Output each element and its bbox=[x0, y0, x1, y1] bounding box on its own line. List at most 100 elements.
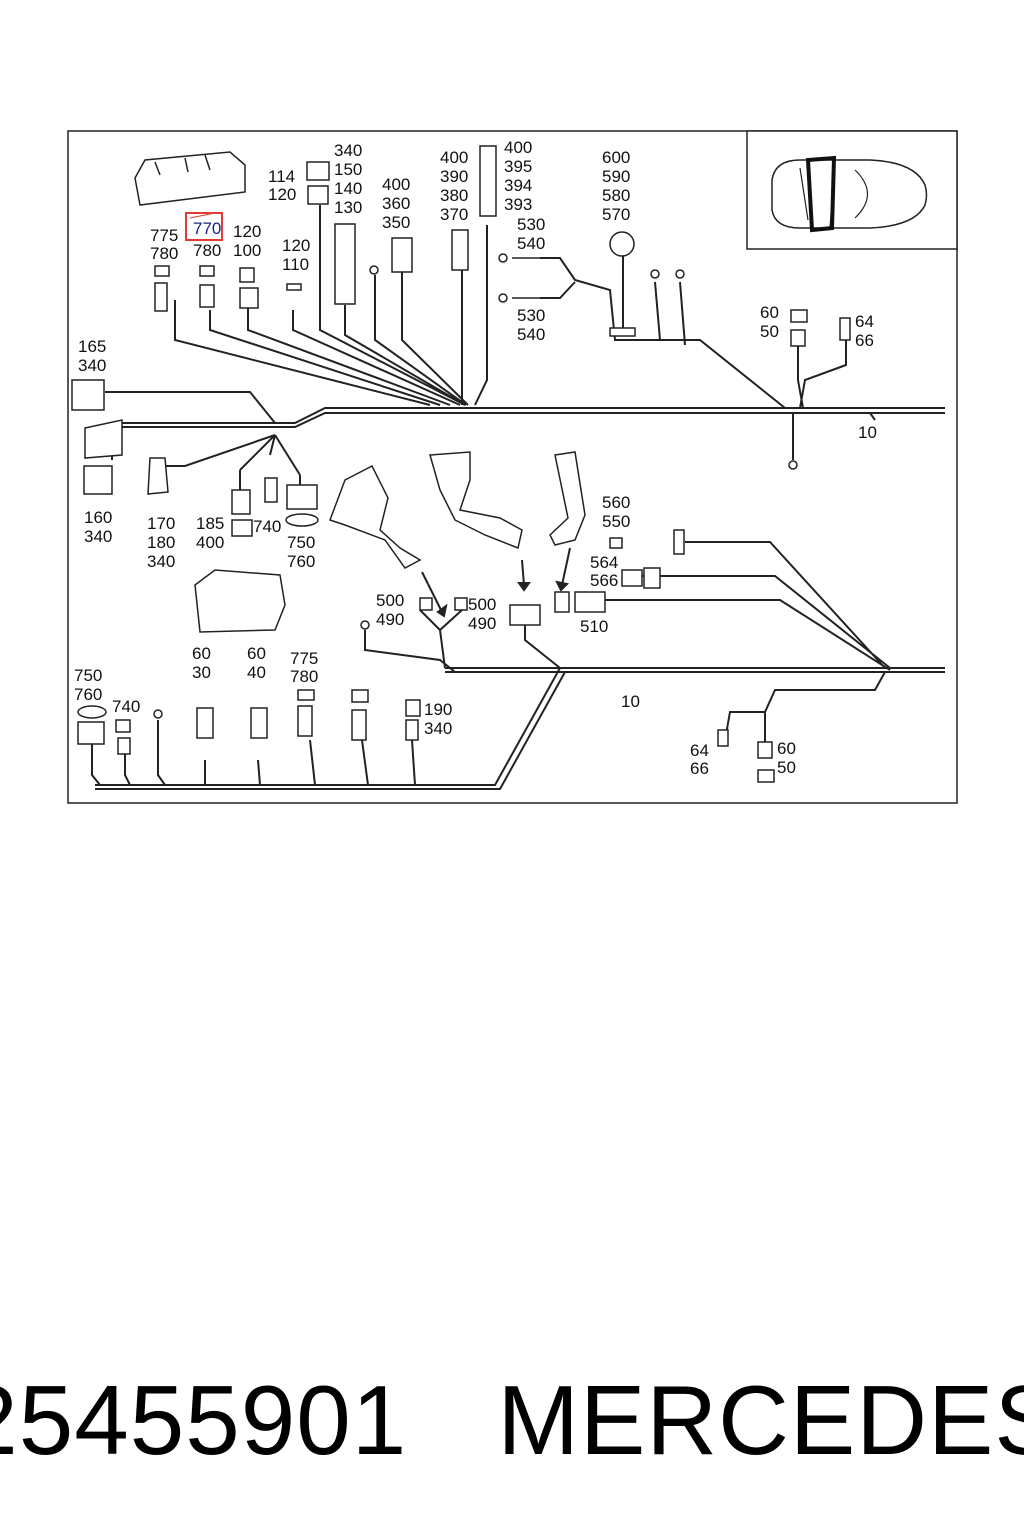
highlight-box bbox=[185, 212, 223, 241]
connector-icon bbox=[391, 237, 413, 273]
connector-icon bbox=[239, 287, 259, 309]
part-label: 340 bbox=[334, 141, 362, 160]
listing-caption: 25455901 MERCEDES bbox=[0, 1355, 1024, 1485]
part-label: 30 bbox=[192, 663, 211, 682]
connector-icon bbox=[479, 145, 497, 217]
pedal-icon bbox=[329, 464, 422, 569]
car-silhouette-icon bbox=[771, 159, 928, 229]
connector-icon bbox=[264, 477, 278, 503]
part-label: 160 bbox=[84, 508, 112, 527]
connector-icon bbox=[196, 707, 214, 739]
part-label: 560 bbox=[602, 493, 630, 512]
connector-icon bbox=[297, 705, 313, 737]
brand-name: MERCEDES bbox=[497, 1364, 1024, 1475]
part-label: 10 bbox=[621, 692, 640, 711]
part-label: 740 bbox=[112, 697, 140, 716]
connector-icon bbox=[83, 465, 113, 495]
connector-icon bbox=[621, 569, 643, 587]
harness-location-band bbox=[805, 155, 837, 233]
ring-terminal-icon bbox=[369, 265, 379, 275]
part-label: 775 bbox=[290, 649, 318, 668]
part-labels: 775 780 770 780 120 100 114 120 340 150 … bbox=[74, 138, 877, 778]
fuse-box-top-icon bbox=[134, 151, 246, 206]
connector-icon bbox=[154, 282, 168, 312]
part-label: 64 bbox=[855, 312, 874, 331]
connector-icon bbox=[405, 699, 421, 717]
part-label: 590 bbox=[602, 167, 630, 186]
part-label: 490 bbox=[376, 610, 404, 629]
connector-icon bbox=[405, 719, 419, 741]
part-label: 66 bbox=[855, 331, 874, 350]
connector-icon bbox=[77, 721, 105, 745]
part-label: 170 bbox=[147, 514, 175, 533]
part-label: 580 bbox=[602, 186, 630, 205]
part-label: 10 bbox=[858, 423, 877, 442]
vehicle-location-inset bbox=[746, 130, 958, 250]
part-label: 130 bbox=[334, 198, 362, 217]
part-label: 340 bbox=[424, 719, 452, 738]
connector-icon bbox=[643, 567, 661, 589]
ring-terminal-icon bbox=[650, 269, 660, 279]
connector-icon bbox=[154, 265, 170, 277]
ring-terminal-icon bbox=[153, 709, 163, 719]
part-label: 400 bbox=[382, 175, 410, 194]
connector-icon bbox=[574, 591, 606, 613]
part-label: 340 bbox=[78, 356, 106, 375]
connector-icon bbox=[790, 309, 808, 323]
connector-icon bbox=[239, 267, 255, 283]
part-label: 60 bbox=[247, 644, 266, 663]
part-label: 570 bbox=[602, 205, 630, 224]
switch-icon bbox=[509, 604, 541, 626]
part-label: 566 bbox=[590, 571, 618, 590]
part-label: 140 bbox=[334, 179, 362, 198]
part-label: 66 bbox=[690, 759, 709, 778]
relay-box-icon bbox=[194, 569, 286, 633]
connector-icon bbox=[351, 689, 369, 703]
part-label: 400 bbox=[196, 533, 224, 552]
part-label: 40 bbox=[247, 663, 266, 682]
part-label: 530 bbox=[517, 306, 545, 325]
connector-icon bbox=[307, 185, 329, 205]
connector-icon bbox=[609, 327, 636, 337]
pedal-icon bbox=[429, 451, 523, 550]
part-label: 180 bbox=[147, 533, 175, 552]
part-label: 500 bbox=[376, 591, 404, 610]
part-label: 530 bbox=[517, 215, 545, 234]
part-label: 393 bbox=[504, 195, 532, 214]
part-label: 600 bbox=[602, 148, 630, 167]
connector-icon bbox=[71, 379, 105, 411]
connector-icon bbox=[84, 419, 123, 459]
part-label: 780 bbox=[290, 667, 318, 686]
switch-icon bbox=[554, 591, 570, 613]
part-label: 60 bbox=[760, 303, 779, 322]
part-label: 540 bbox=[517, 234, 545, 253]
connector-icon bbox=[790, 329, 806, 347]
part-label: 165 bbox=[78, 337, 106, 356]
wire-harness-trunks bbox=[91, 205, 945, 790]
part-label-highlighted: 770 bbox=[193, 219, 221, 238]
part-label: 740 bbox=[253, 517, 281, 536]
components bbox=[71, 145, 851, 783]
part-label: 775 bbox=[150, 226, 178, 245]
part-label: 394 bbox=[504, 176, 532, 195]
part-label: 120 bbox=[268, 185, 296, 204]
part-label: 390 bbox=[440, 167, 468, 186]
connector-icon bbox=[286, 283, 302, 291]
part-label: 190 bbox=[424, 700, 452, 719]
part-label: 510 bbox=[580, 617, 608, 636]
connector-icon bbox=[231, 489, 251, 515]
part-label: 100 bbox=[233, 241, 261, 260]
part-label: 350 bbox=[382, 213, 410, 232]
grommet-icon bbox=[673, 529, 685, 555]
part-label: 370 bbox=[440, 205, 468, 224]
connector-icon bbox=[231, 519, 253, 537]
part-label: 540 bbox=[517, 325, 545, 344]
connector-icon bbox=[117, 737, 131, 755]
grommet-icon bbox=[77, 705, 107, 719]
ring-terminal-icon bbox=[360, 620, 370, 630]
part-label: 750 bbox=[287, 533, 315, 552]
part-label: 490 bbox=[468, 614, 496, 633]
connector-icon bbox=[115, 719, 131, 733]
part-label: 395 bbox=[504, 157, 532, 176]
part-number: 25455901 bbox=[0, 1364, 408, 1475]
